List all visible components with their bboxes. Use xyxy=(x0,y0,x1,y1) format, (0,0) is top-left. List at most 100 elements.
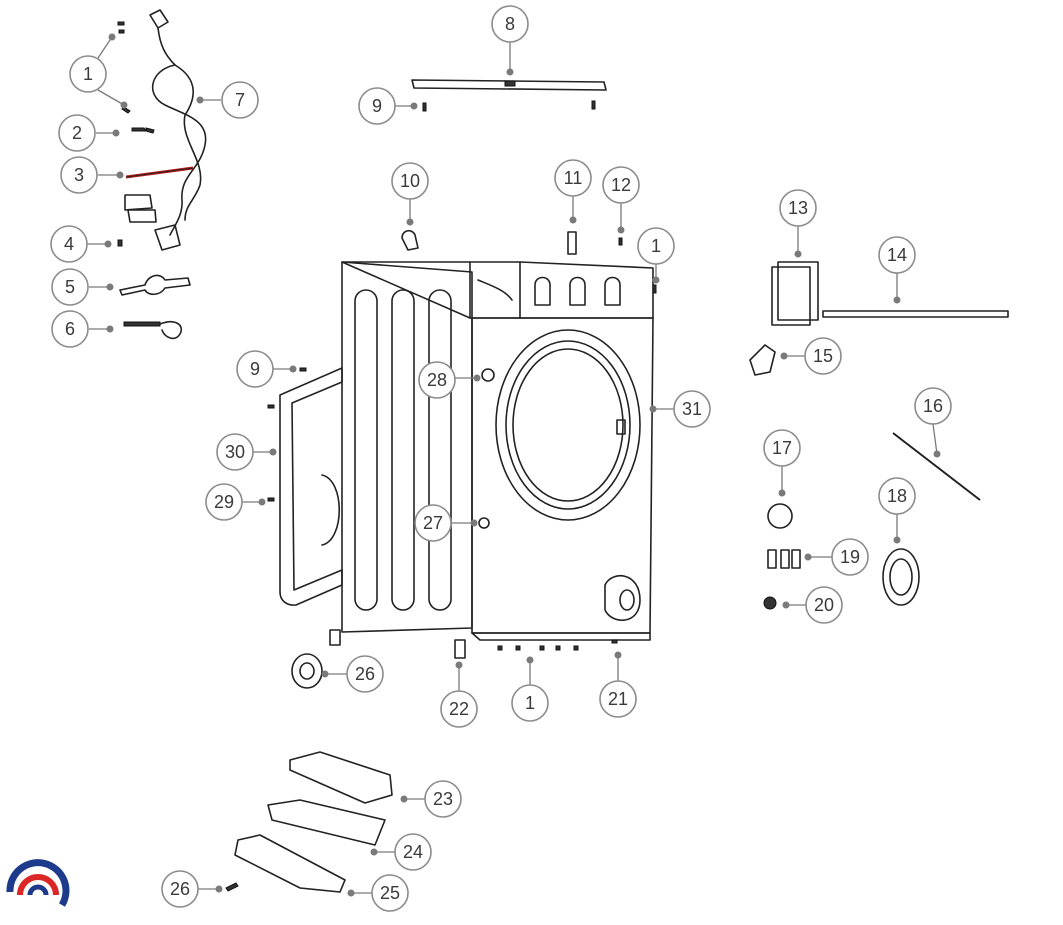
callout-number: 9 xyxy=(372,96,382,116)
bracket-part xyxy=(119,274,191,296)
leader-lines xyxy=(87,33,941,897)
callout-circle xyxy=(763,429,801,467)
callout-25: 25 xyxy=(371,874,409,912)
callout-3: 3 xyxy=(60,156,98,194)
callout-circle xyxy=(779,189,817,227)
callout-30: 30 xyxy=(216,433,254,471)
callout-number: 1 xyxy=(83,64,93,84)
power-cord-part xyxy=(124,9,207,251)
callout-number: 7 xyxy=(235,90,245,110)
ring-part xyxy=(767,503,793,529)
callout-circle xyxy=(554,159,592,197)
callout-19: 19 xyxy=(831,538,869,576)
callout-1: 1 xyxy=(637,227,675,265)
callout-circle xyxy=(424,780,462,818)
callout-26: 26 xyxy=(161,870,199,908)
callout-circle xyxy=(602,166,640,204)
screw-parts-left xyxy=(117,21,155,247)
callout-number: 15 xyxy=(813,346,833,366)
callout-circle xyxy=(221,81,259,119)
long-rod-part xyxy=(822,310,1009,318)
callout-9: 9 xyxy=(358,87,396,125)
callout-number: 18 xyxy=(887,486,907,506)
callout-number: 21 xyxy=(608,689,628,709)
callout-22: 22 xyxy=(440,690,478,728)
callout-circle xyxy=(371,874,409,912)
callout-circle xyxy=(440,690,478,728)
callout-circle xyxy=(236,350,274,388)
callout-23: 23 xyxy=(424,780,462,818)
callout-number: 12 xyxy=(611,175,631,195)
callout-11: 11 xyxy=(554,159,592,197)
callout-number: 23 xyxy=(433,789,453,809)
callout-circle xyxy=(58,114,96,152)
callout-21: 21 xyxy=(599,680,637,718)
clamp-part xyxy=(401,229,419,251)
callout-number: 24 xyxy=(403,842,423,862)
callout-number: 1 xyxy=(651,236,661,256)
callout-circle xyxy=(358,87,396,125)
callout-number: 28 xyxy=(427,370,447,390)
callout-number: 2 xyxy=(72,123,82,143)
callout-circle xyxy=(831,538,869,576)
callout-number: 20 xyxy=(814,595,834,615)
callout-number: 16 xyxy=(923,396,943,416)
callout-16: 16 xyxy=(914,387,952,425)
callout-27: 27 xyxy=(414,504,452,542)
callout-circle xyxy=(914,387,952,425)
wire-harness-part xyxy=(123,320,182,340)
callout-number: 14 xyxy=(887,245,907,265)
callout-circle xyxy=(394,833,432,871)
callout-circle xyxy=(50,225,88,263)
callout-circle xyxy=(804,337,842,375)
callout-number: 8 xyxy=(505,14,515,34)
callout-circle xyxy=(216,433,254,471)
callout-circle xyxy=(673,390,711,428)
callout-28: 28 xyxy=(418,361,456,399)
callout-number: 22 xyxy=(449,699,469,719)
callout-1: 1 xyxy=(511,684,549,722)
callout-20: 20 xyxy=(805,586,843,624)
callout-circle xyxy=(511,684,549,722)
top-rail-part xyxy=(411,79,607,112)
callout-circle xyxy=(878,477,916,515)
callout-circle xyxy=(51,268,89,306)
callout-26: 26 xyxy=(346,655,384,693)
callout-2: 2 xyxy=(58,114,96,152)
callout-number: 5 xyxy=(65,277,75,297)
callout-4: 4 xyxy=(50,225,88,263)
callout-1: 1 xyxy=(69,55,107,93)
callout-number: 17 xyxy=(772,438,792,458)
callout-circle xyxy=(391,162,429,200)
callout-circle xyxy=(805,586,843,624)
callout-18: 18 xyxy=(878,477,916,515)
manual-part xyxy=(771,261,819,326)
callout-17: 17 xyxy=(763,429,801,467)
callout-circle xyxy=(637,227,675,265)
callout-number: 6 xyxy=(65,319,75,339)
callout-24: 24 xyxy=(394,833,432,871)
rear-frame-part xyxy=(267,367,343,606)
callout-9: 9 xyxy=(236,350,274,388)
sensor-part xyxy=(567,231,657,294)
callout-31: 31 xyxy=(673,390,711,428)
callout-number: 30 xyxy=(225,442,245,462)
callout-6: 6 xyxy=(51,310,89,348)
callout-13: 13 xyxy=(779,189,817,227)
callout-number: 29 xyxy=(214,492,234,512)
callout-circle xyxy=(878,236,916,274)
thin-rod-part xyxy=(892,432,981,501)
callout-circle xyxy=(599,680,637,718)
feet-parts xyxy=(291,629,466,689)
callout-number: 26 xyxy=(170,879,190,899)
callout-15: 15 xyxy=(804,337,842,375)
callout-number: 19 xyxy=(840,547,860,567)
elbow-part xyxy=(749,344,776,376)
callout-8: 8 xyxy=(491,5,529,43)
callout-circle xyxy=(60,156,98,194)
callout-number: 1 xyxy=(525,693,535,713)
callout-12: 12 xyxy=(602,166,640,204)
callout-circle xyxy=(161,870,199,908)
